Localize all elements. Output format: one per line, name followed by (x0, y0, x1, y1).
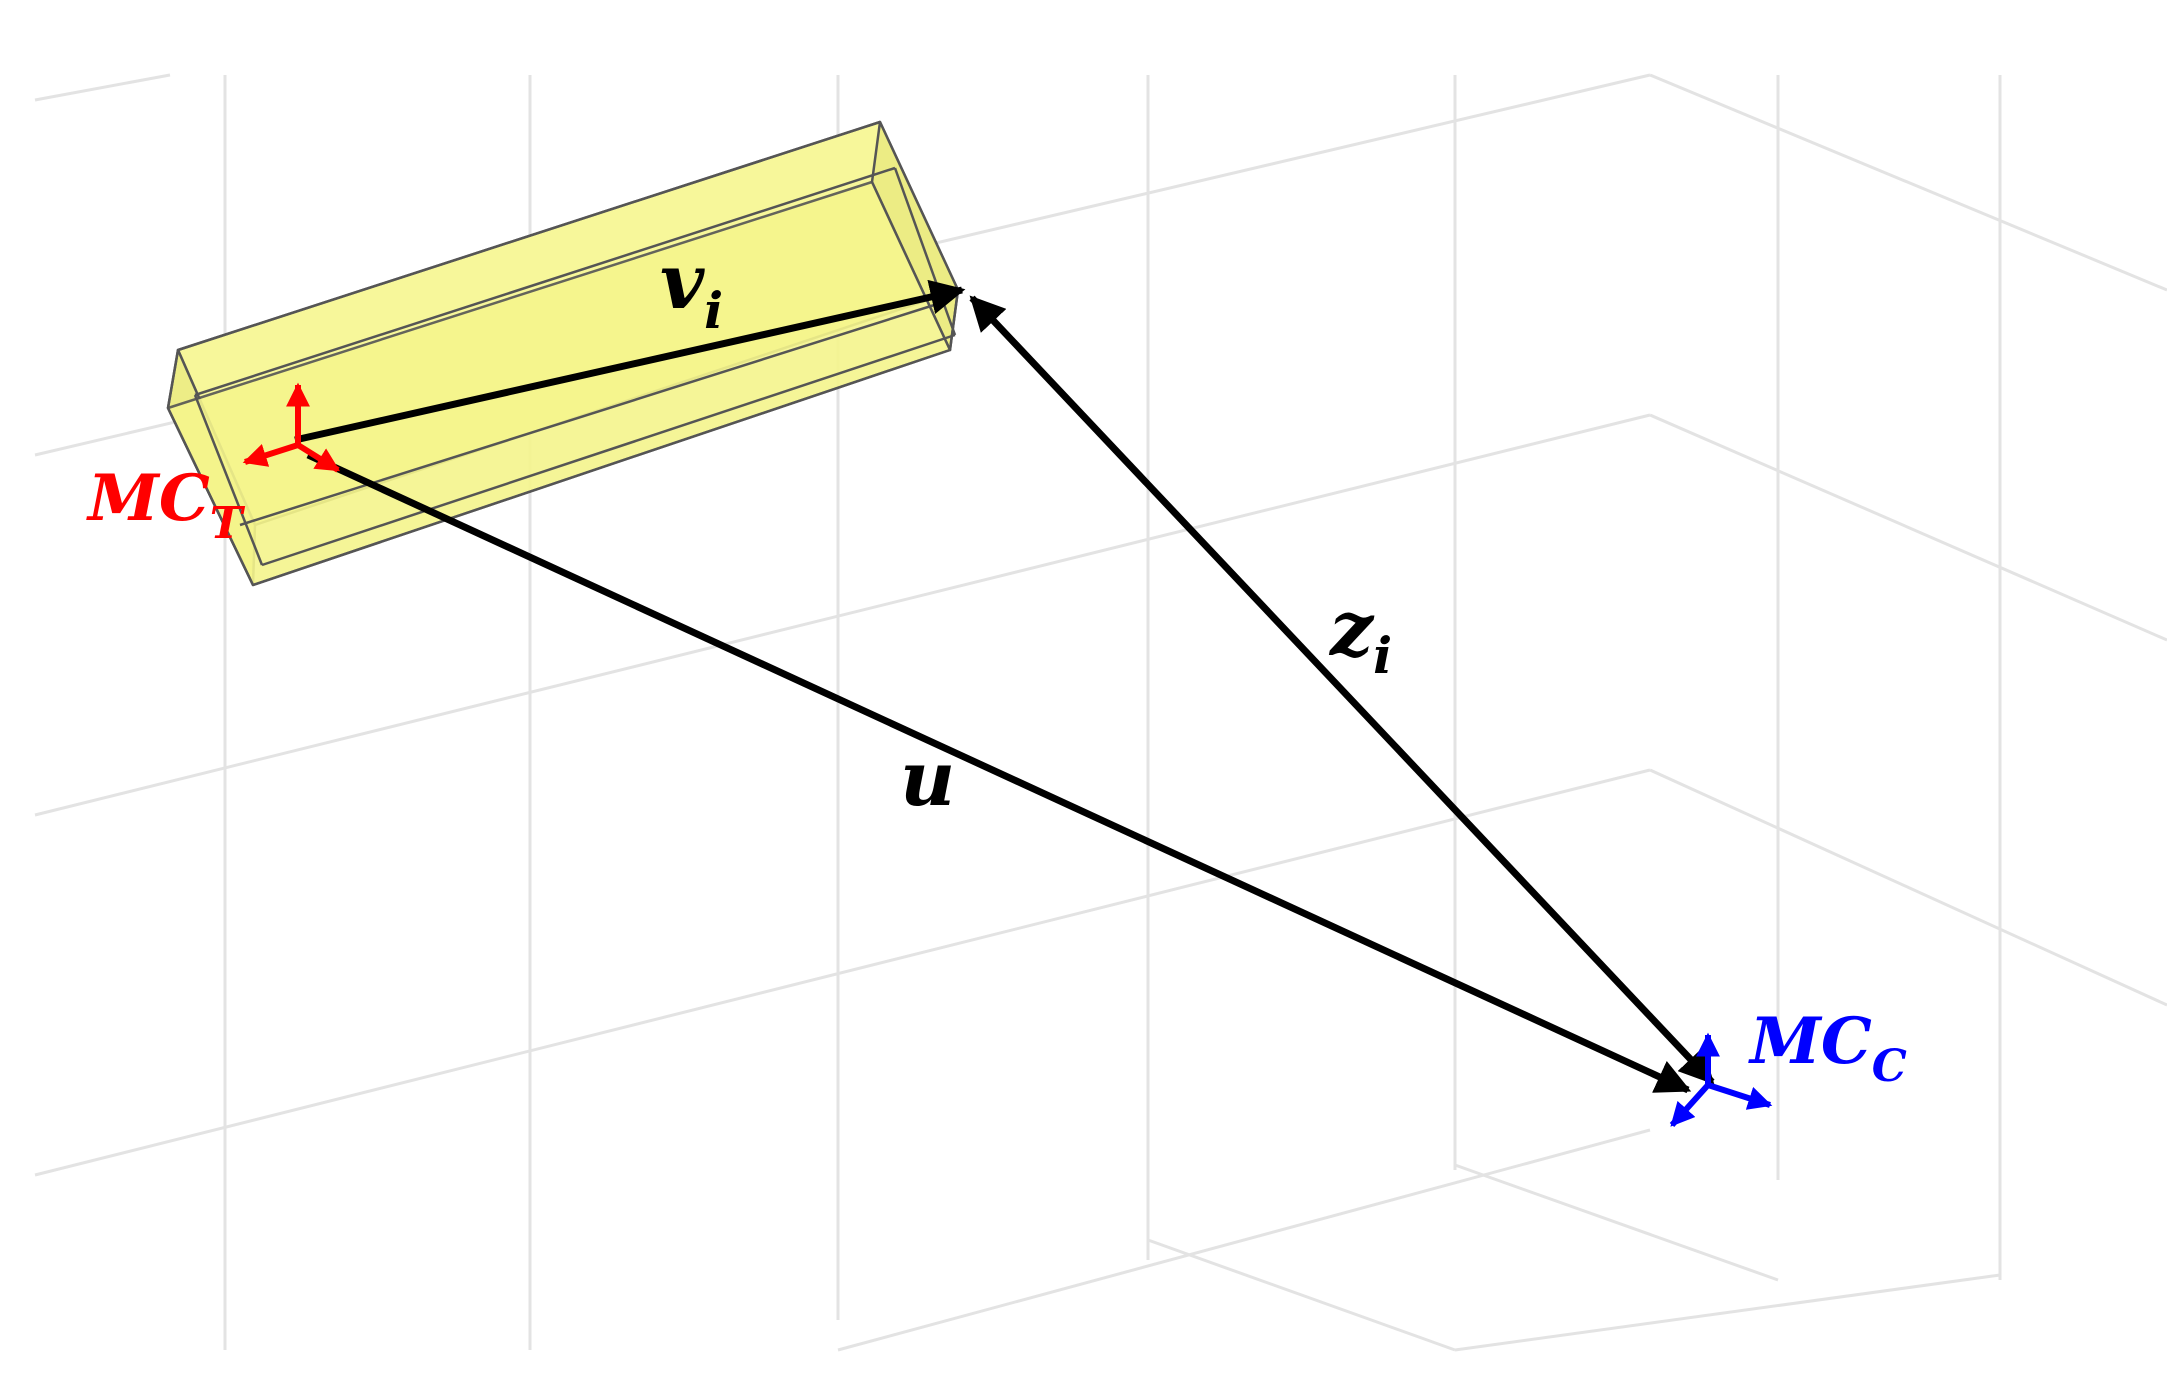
vector-u (306, 451, 1692, 1094)
vectors (294, 279, 1715, 1094)
label-v: vi (660, 237, 723, 340)
target-frame-axes (242, 382, 341, 473)
label-z: zi (1328, 584, 1392, 685)
camera-frame-axes (1669, 1032, 1773, 1128)
vector-v (294, 279, 966, 444)
background-grid (34, 73, 2167, 1352)
vector-z (969, 295, 1715, 1085)
label-camera-frame: MCC (1748, 1004, 1907, 1092)
label-u: u (900, 734, 955, 823)
label-target-frame: MCT (86, 461, 246, 549)
